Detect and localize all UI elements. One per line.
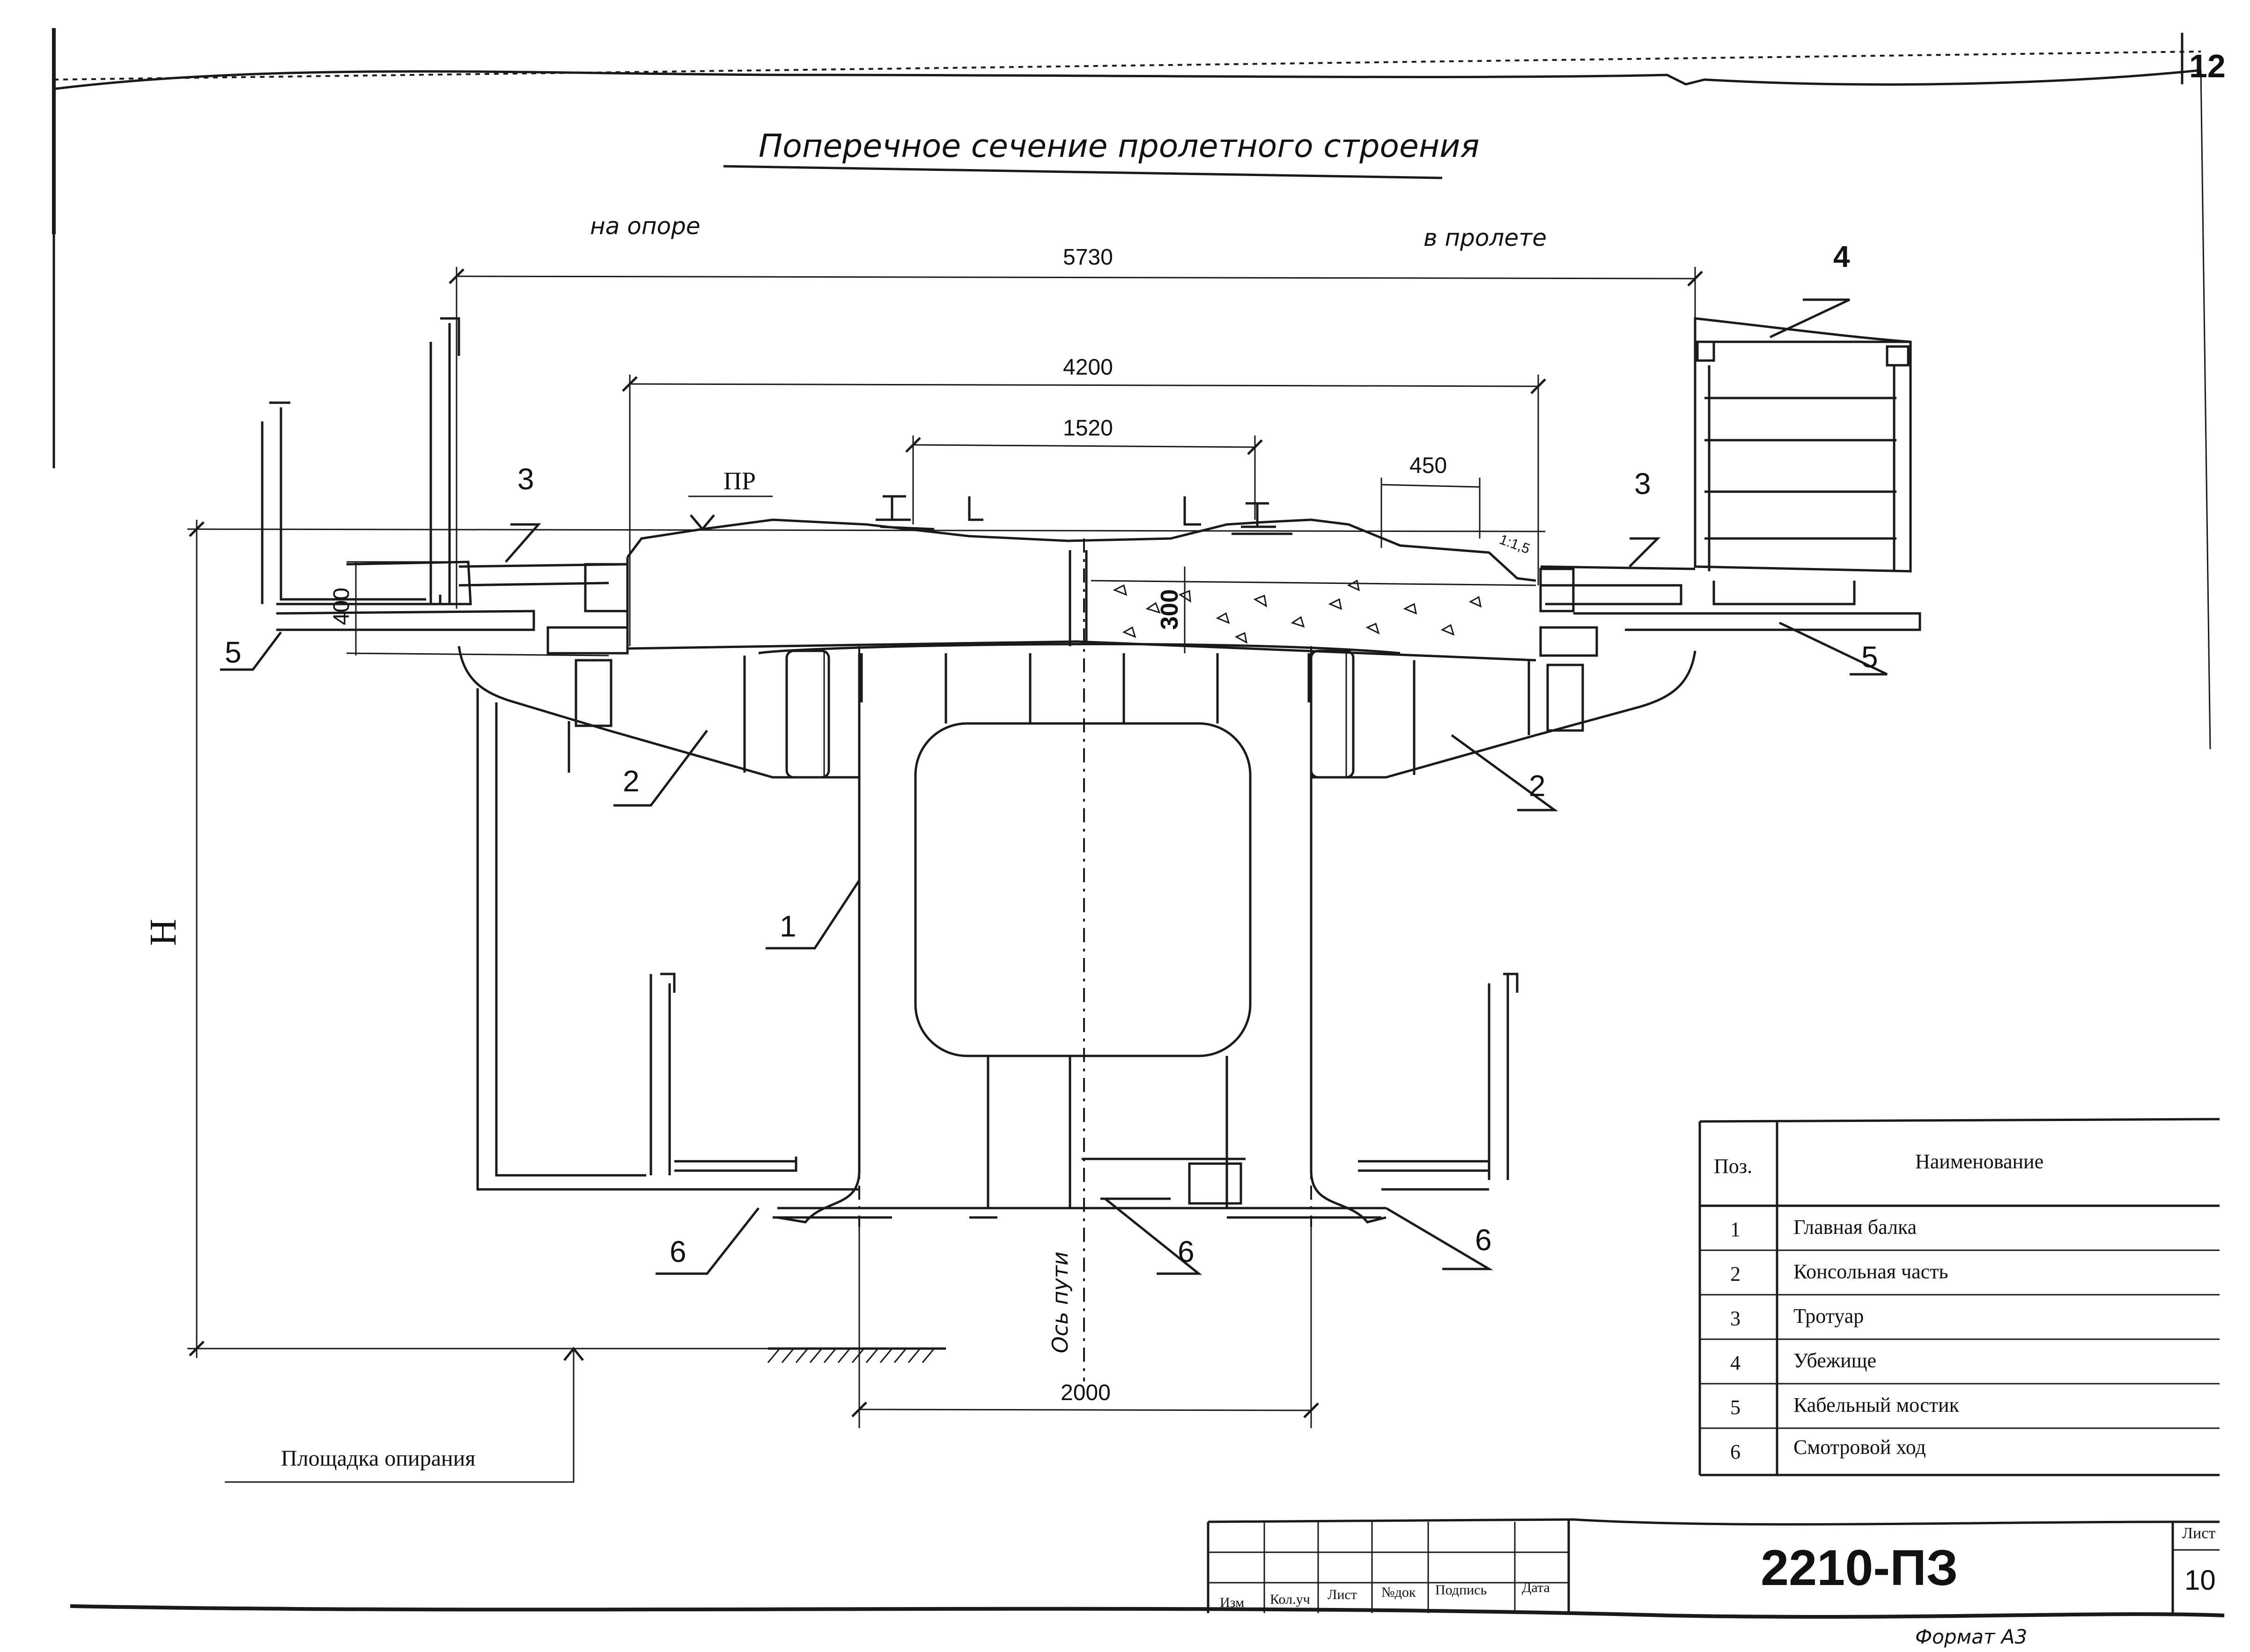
table-row-pos: 4 [1730,1351,1741,1374]
dim-1520: 1520 [1063,416,1113,441]
table-row-pos: 2 [1730,1262,1741,1285]
callout-2-left: 2 [623,764,640,798]
table-row-pos: 3 [1730,1307,1741,1330]
dim-450: 450 [1409,453,1447,478]
callout-5-right: 5 [1861,640,1878,674]
callout-5-left: 5 [225,635,242,669]
table-row-name: Главная балка [1793,1216,1917,1239]
ballast-fill [1091,579,1536,644]
rail-level-label: ПР [723,467,756,495]
callout-3-right: 3 [1634,467,1651,501]
title-block-col-ndok: №док [1381,1585,1416,1600]
label-in-span: в пролете [1424,224,1547,251]
callout-6-left: 6 [670,1235,686,1268]
callout-6-right: 6 [1475,1223,1492,1257]
title-block-col-izm: Изм [1220,1595,1244,1610]
drawing-title: Поперечное сечение пролетного строения [759,128,1479,165]
callout-1: 1 [780,909,797,943]
title-underline [723,165,1443,179]
dimension-lines [187,267,1703,1483]
dim-4200: 4200 [1063,355,1113,380]
format-label: Формат А3 [1915,1625,2027,1648]
title-block-col-list: Лист [1328,1587,1357,1602]
dim-5730: 5730 [1063,245,1113,270]
callout-3-left: 3 [517,462,534,496]
track-axis-label: Ось пути [1048,1252,1073,1353]
table-row-name: Кабельный мостик [1793,1394,1960,1416]
title-block [1207,1518,2220,1613]
structure [261,317,1921,1381]
document-code: 2210-ПЗ [1761,1539,1958,1596]
dim-2000: 2000 [1061,1380,1111,1405]
sheet-number: 10 [2184,1564,2216,1596]
parts-table [1698,1118,2220,1476]
dim-300: 300 [1156,589,1183,630]
leader-lines [220,298,1888,1275]
slope-label: 1:1,5 [1498,532,1532,557]
table-row-name: Тротуар [1793,1305,1864,1328]
table-row-pos: 5 [1730,1396,1741,1419]
height-label: H [143,919,184,946]
bearing-area-label: Площадка опирания [281,1446,475,1471]
rail-left [876,495,983,531]
table-row-pos: 6 [1730,1440,1741,1463]
table-header-pos: Поз. [1714,1155,1752,1178]
table-row-name: Убежище [1793,1349,1876,1372]
title-block-col-signature: Подпись [1435,1582,1487,1598]
table-row-name: Смотровой ход [1793,1436,1926,1459]
dim-400: 400 [329,588,354,625]
table-row-pos: 1 [1730,1218,1741,1241]
rail-right [1183,496,1292,535]
sheet-frame [52,28,2225,1619]
callout-6-middle: 6 [1178,1235,1195,1268]
label-at-support: на опоре [590,213,701,240]
corner-number: 12 [2189,48,2226,84]
title-block-col-koluch: Кол.уч [1270,1592,1310,1607]
table-row-name: Консольная часть [1793,1260,1948,1283]
callout-2-right: 2 [1529,769,1546,803]
sheet-label: Лист [2182,1525,2215,1542]
table-header-name: Наименование [1915,1150,2043,1173]
title-block-col-date: Дата [1522,1580,1550,1595]
callout-4: 4 [1833,240,1850,273]
